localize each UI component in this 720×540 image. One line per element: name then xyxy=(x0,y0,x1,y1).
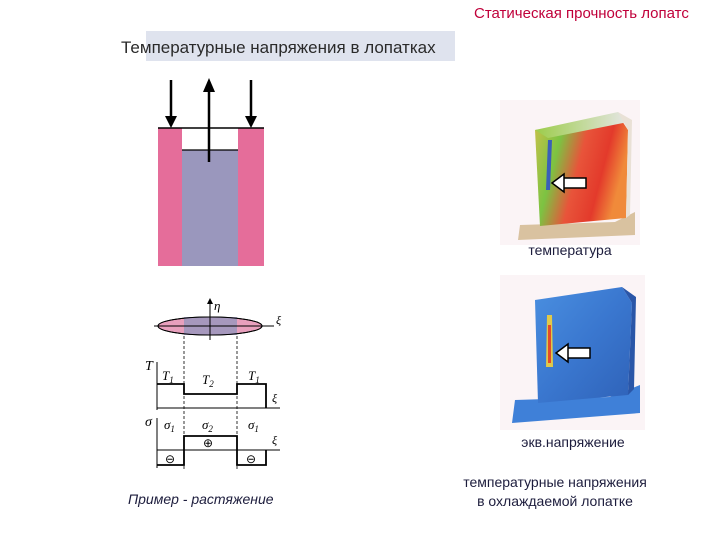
outer-bar-left xyxy=(158,128,182,266)
t1-right-label: T1 xyxy=(248,368,260,385)
section-header: Статическая прочность лопатс xyxy=(474,5,689,22)
inner-bar xyxy=(182,150,238,266)
temperature-profile xyxy=(157,383,267,408)
blade-root-stress xyxy=(512,385,640,423)
title-band xyxy=(146,31,455,61)
arrow-up-center-head xyxy=(203,78,215,92)
blade-body-stress xyxy=(535,287,632,403)
minus-sign-right: ⊖ xyxy=(246,452,256,466)
sigma1-right-label: σ1 xyxy=(248,417,259,434)
pointer-arrow-temp-head xyxy=(550,172,565,194)
caption-equivalent-stress: экв.напряжение xyxy=(521,434,625,450)
stress-profile xyxy=(157,435,267,466)
minus-sign-left: ⊖ xyxy=(165,452,175,466)
blade-body-temp xyxy=(535,118,628,226)
cooling-channel-temp xyxy=(546,140,552,190)
blade-stress-image xyxy=(500,275,645,430)
blade-side-temp xyxy=(618,112,632,218)
t1-left-label: T1 xyxy=(162,368,174,385)
blade-root xyxy=(518,212,635,240)
pointer-arrow-stress-body xyxy=(565,347,591,359)
arrow-down-left-head xyxy=(165,116,177,128)
slide-title: Температурные напряжения в лопатках xyxy=(121,38,436,57)
bar-schematic xyxy=(158,78,264,266)
t-axis-label: T xyxy=(145,359,154,374)
pointer-arrow-temp-body xyxy=(561,177,587,189)
stress-diagram: η ξ T ξ T1 T2 T1 σ ξ σ1 σ2 σ1 ⊕ ⊖ ⊖ xyxy=(145,298,282,470)
outer-bar-right xyxy=(238,128,264,266)
xi-label-top: ξ xyxy=(276,313,282,327)
sigma2-label: σ2 xyxy=(202,417,213,434)
blade-side-stress xyxy=(622,287,636,395)
plus-sign: ⊕ xyxy=(203,436,213,450)
xi-label-sigma: ξ xyxy=(272,433,278,447)
t2-label: T2 xyxy=(202,372,214,389)
pointer-arrow-stress-head xyxy=(554,342,569,364)
blade-temperature-image xyxy=(500,100,640,245)
xi-label-t: ξ xyxy=(272,391,278,405)
blade-top-temp xyxy=(535,112,628,138)
caption-cooled-line2: в охлаждаемой лопатке xyxy=(477,493,633,509)
arrow-down-right-head xyxy=(245,116,257,128)
eta-arrow xyxy=(207,298,213,304)
sigma-axis-label: σ xyxy=(145,415,153,430)
eta-label: η xyxy=(214,298,220,313)
hot-spot-core xyxy=(548,325,551,363)
example-caption: Пример - растяжение xyxy=(128,491,274,507)
caption-temperature: температура xyxy=(528,242,612,258)
sigma1-left-label: σ1 xyxy=(164,417,175,434)
caption-cooled-line1: температурные напряжения xyxy=(463,474,647,490)
